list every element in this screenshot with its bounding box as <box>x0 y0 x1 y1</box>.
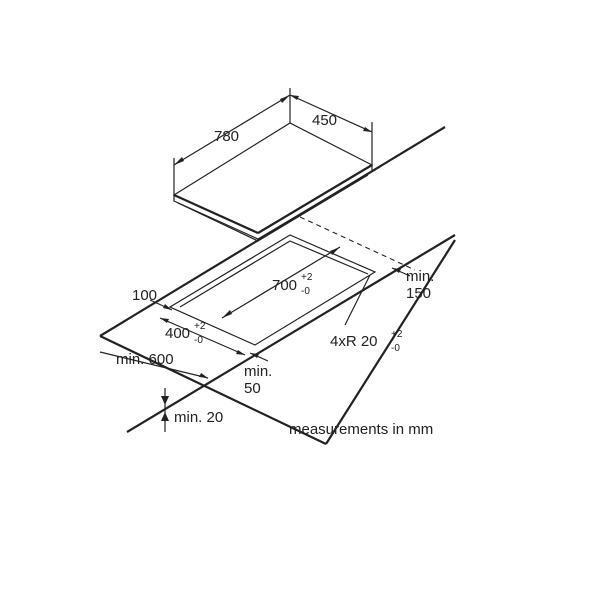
hob-slab <box>172 122 374 242</box>
caption: measurements in mm <box>289 421 433 438</box>
dimension-min-50 <box>249 352 269 362</box>
dimension-780 <box>173 88 291 195</box>
dimension-min-600 <box>99 351 209 379</box>
arrowhead <box>160 318 169 323</box>
hob-front-edge <box>173 193 259 235</box>
dimension-100 <box>149 299 173 311</box>
dimension-450 <box>289 94 373 165</box>
countertop-front-top-edge <box>99 335 327 445</box>
arrowhead <box>236 350 245 355</box>
label-700-tol-minus: -0 <box>301 286 310 297</box>
dimension-400 <box>159 317 246 356</box>
dimension-700 <box>221 246 341 319</box>
arrowhead <box>163 304 172 310</box>
arrowhead <box>330 247 340 255</box>
dimension-line <box>99 351 209 379</box>
arrowhead <box>363 127 372 132</box>
dimension-min-20 <box>161 388 169 432</box>
hob-projection-line <box>299 216 416 271</box>
arrowhead <box>290 95 299 100</box>
label-min-50-line1: min. <box>244 363 272 380</box>
label-min-150-line2: 150 <box>406 285 431 302</box>
label-min-20: min. 20 <box>174 409 223 426</box>
dimension-line <box>289 94 373 133</box>
label-min-50-line2: 50 <box>244 380 261 397</box>
label-corner-radius: 4xR 20 <box>330 333 378 350</box>
countertop-front-face <box>126 234 456 433</box>
arrowhead <box>161 396 169 405</box>
label-450: 450 <box>312 112 337 129</box>
arrowhead <box>392 268 401 273</box>
label-corner-radius-tol-minus: -0 <box>391 343 400 354</box>
cutout <box>168 234 377 346</box>
label-780: 780 <box>214 128 239 145</box>
arrowhead <box>280 95 290 103</box>
countertop-back-edge <box>99 126 446 337</box>
dimension-line <box>221 246 341 319</box>
label-100: 100 <box>132 287 157 304</box>
corner-radius-leader <box>344 274 371 326</box>
arrowhead <box>199 373 208 378</box>
label-min-150-line1: min. <box>406 268 434 285</box>
label-400: 400 <box>165 325 190 342</box>
arrowhead <box>222 310 232 318</box>
dimension-min-150 <box>391 267 411 277</box>
hob-top-face <box>172 122 374 234</box>
label-700: 700 <box>272 277 297 294</box>
countertop-front-right-edge <box>325 239 456 445</box>
hob-right-edge <box>257 164 373 234</box>
cutout-outer-edge <box>168 234 377 346</box>
dimension-line <box>159 317 246 356</box>
label-min-600: min. 600 <box>116 351 174 368</box>
countertop <box>99 126 456 445</box>
arrowhead <box>161 412 169 421</box>
dimension-line <box>173 94 291 166</box>
label-400-tol-minus: -0 <box>194 335 203 346</box>
label-corner-radius-tol-plus: +2 <box>391 329 403 340</box>
arrowhead <box>174 157 184 165</box>
cutout-inner-back-edge <box>179 240 369 308</box>
label-700-tol-plus: +2 <box>301 272 313 283</box>
label-400-tol-plus: +2 <box>194 321 206 332</box>
arrowhead <box>250 353 259 358</box>
